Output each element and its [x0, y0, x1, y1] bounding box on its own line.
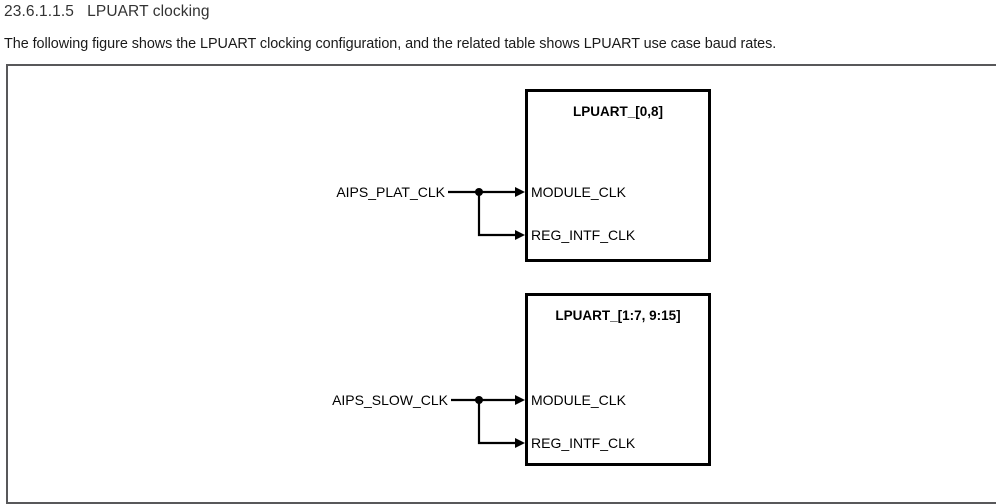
- page-title: 23.6.1.1.5 LPUART clocking: [4, 3, 210, 20]
- figure-frame: LPUART_[0,8] MODULE_CLK REG_INTF_CLK AIP…: [6, 64, 996, 504]
- wire-group-lpuart-1-7-9-15: [451, 395, 525, 448]
- source-label-aips-slow-clk: AIPS_SLOW_CLK: [332, 392, 448, 408]
- source-label-aips-plat-clk: AIPS_PLAT_CLK: [336, 184, 445, 200]
- port-label-module-clk-1: MODULE_CLK: [531, 184, 626, 200]
- intro-paragraph: The following figure shows the LPUART cl…: [4, 36, 777, 52]
- port-label-reg-intf-clk-1: REG_INTF_CLK: [531, 227, 636, 243]
- module-box-lpuart-1-7-9-15: LPUART_[1:7, 9:15]: [525, 293, 711, 466]
- module-title: LPUART_[1:7, 9:15]: [555, 308, 681, 323]
- module-title: LPUART_[0,8]: [572, 104, 663, 119]
- module-box-lpuart-0-8: LPUART_[0,8]: [525, 89, 711, 262]
- wire-group-lpuart-0-8: [448, 187, 525, 240]
- port-label-reg-intf-clk-2: REG_INTF_CLK: [531, 435, 636, 451]
- port-label-module-clk-2: MODULE_CLK: [531, 392, 626, 408]
